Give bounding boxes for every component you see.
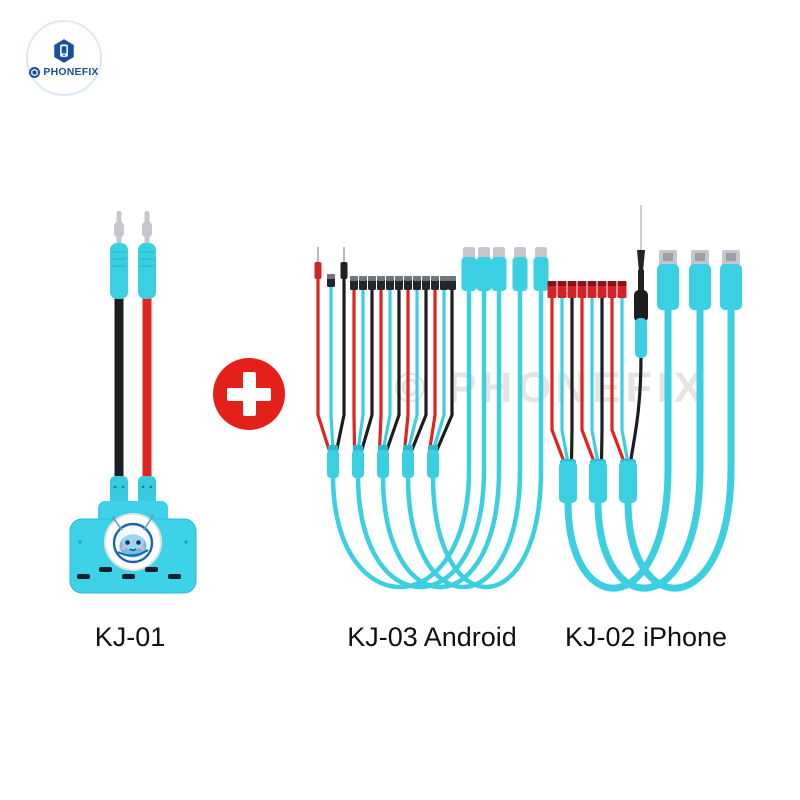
kj02-breakout-wires (550, 295, 643, 465)
kj03-android-cable-set (314, 247, 549, 590)
kj03-usb-c-connectors (461, 247, 549, 291)
phonefix-hexagon-icon (54, 39, 74, 63)
plus-bar-vertical (242, 372, 256, 416)
kj01-power-adapter (69, 211, 197, 594)
kj02-battery-connectors (547, 281, 627, 298)
kj02-iphone-cable-set (547, 205, 742, 592)
robot-mascot-icon (104, 513, 162, 571)
kj03-fpc-connectors (327, 274, 456, 290)
plus-icon (213, 358, 285, 430)
logo-brand-text: PHONEFIX (43, 66, 99, 78)
kj03-breakout-wires (316, 275, 454, 453)
product-label-kj01: KJ-01 (94, 622, 166, 652)
kj03-loop-cables (330, 286, 544, 590)
banana-plug-red (138, 211, 156, 484)
product-label-kj03-android: KJ-03 Android (347, 622, 517, 652)
kj02-usb-connectors (657, 250, 742, 310)
phonefix-logo-badge: PHONEFIX (26, 20, 102, 96)
kj02-junctions (559, 459, 637, 503)
kj01-port-slots (77, 567, 181, 579)
kj02-loop-cables (564, 304, 735, 592)
banana-plug-black (110, 211, 128, 484)
kj03-test-probes (314, 247, 348, 279)
kj03-junctions (327, 445, 439, 478)
kj02-needle-probe (634, 205, 648, 358)
phonefix-mark-icon (29, 66, 41, 78)
product-label-kj02-iphone: KJ-02 iPhone (564, 622, 728, 652)
kj01-device-body (69, 476, 197, 594)
